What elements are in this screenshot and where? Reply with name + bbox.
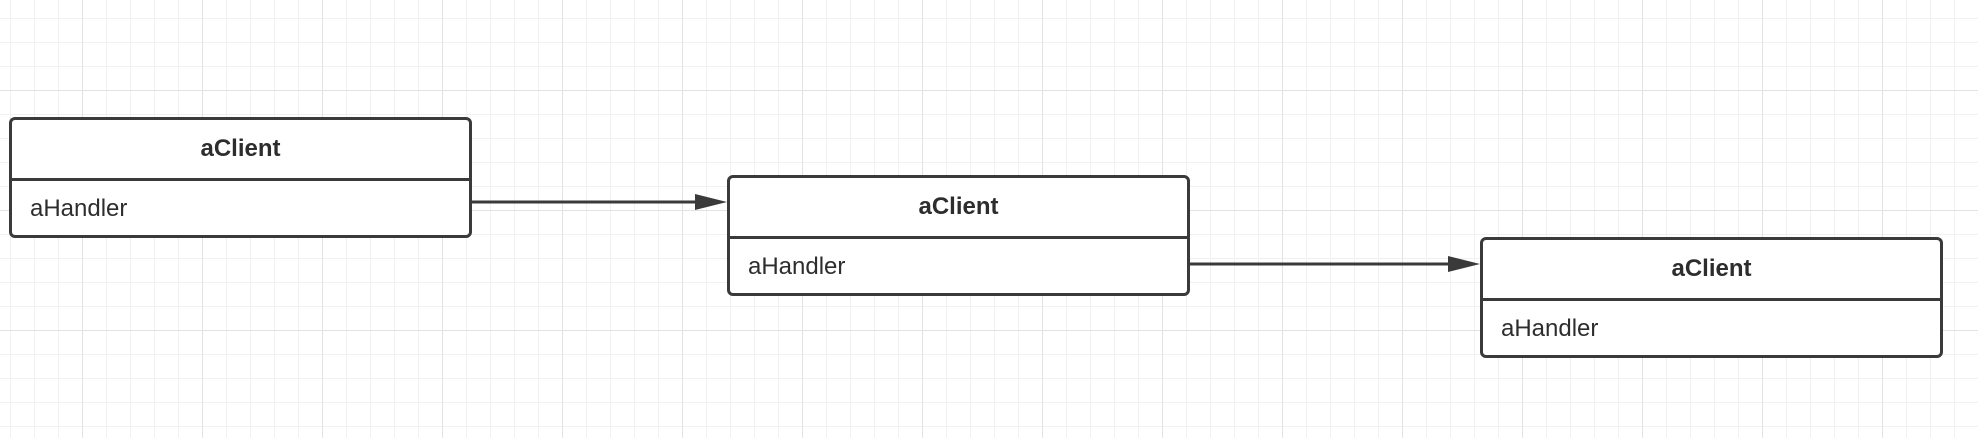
class-name: aClient — [12, 120, 469, 181]
class-member: aHandler — [748, 253, 846, 280]
class-box-client-3[interactable]: aClient aHandler — [1480, 237, 1943, 358]
class-member: aHandler — [1501, 315, 1599, 342]
class-box-client-1[interactable]: aClient aHandler — [9, 117, 472, 238]
class-name: aClient — [1483, 240, 1940, 301]
class-name: aClient — [730, 178, 1187, 239]
class-box-client-2[interactable]: aClient aHandler — [727, 175, 1190, 296]
class-member: aHandler — [30, 195, 128, 222]
arrowhead-client2 — [695, 194, 727, 210]
arrowhead-client3 — [1448, 256, 1480, 272]
